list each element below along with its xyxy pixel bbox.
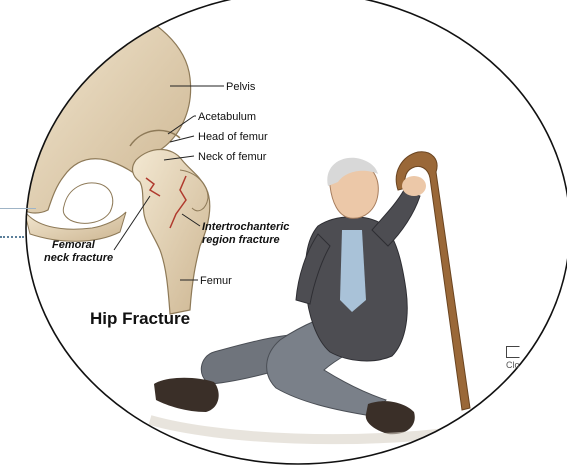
badge-text: Clo bbox=[506, 360, 520, 370]
page-divider-line bbox=[0, 208, 36, 209]
expand-badge[interactable]: Clo bbox=[506, 346, 520, 370]
dotted-connector bbox=[0, 236, 24, 238]
expand-icon bbox=[506, 346, 520, 358]
